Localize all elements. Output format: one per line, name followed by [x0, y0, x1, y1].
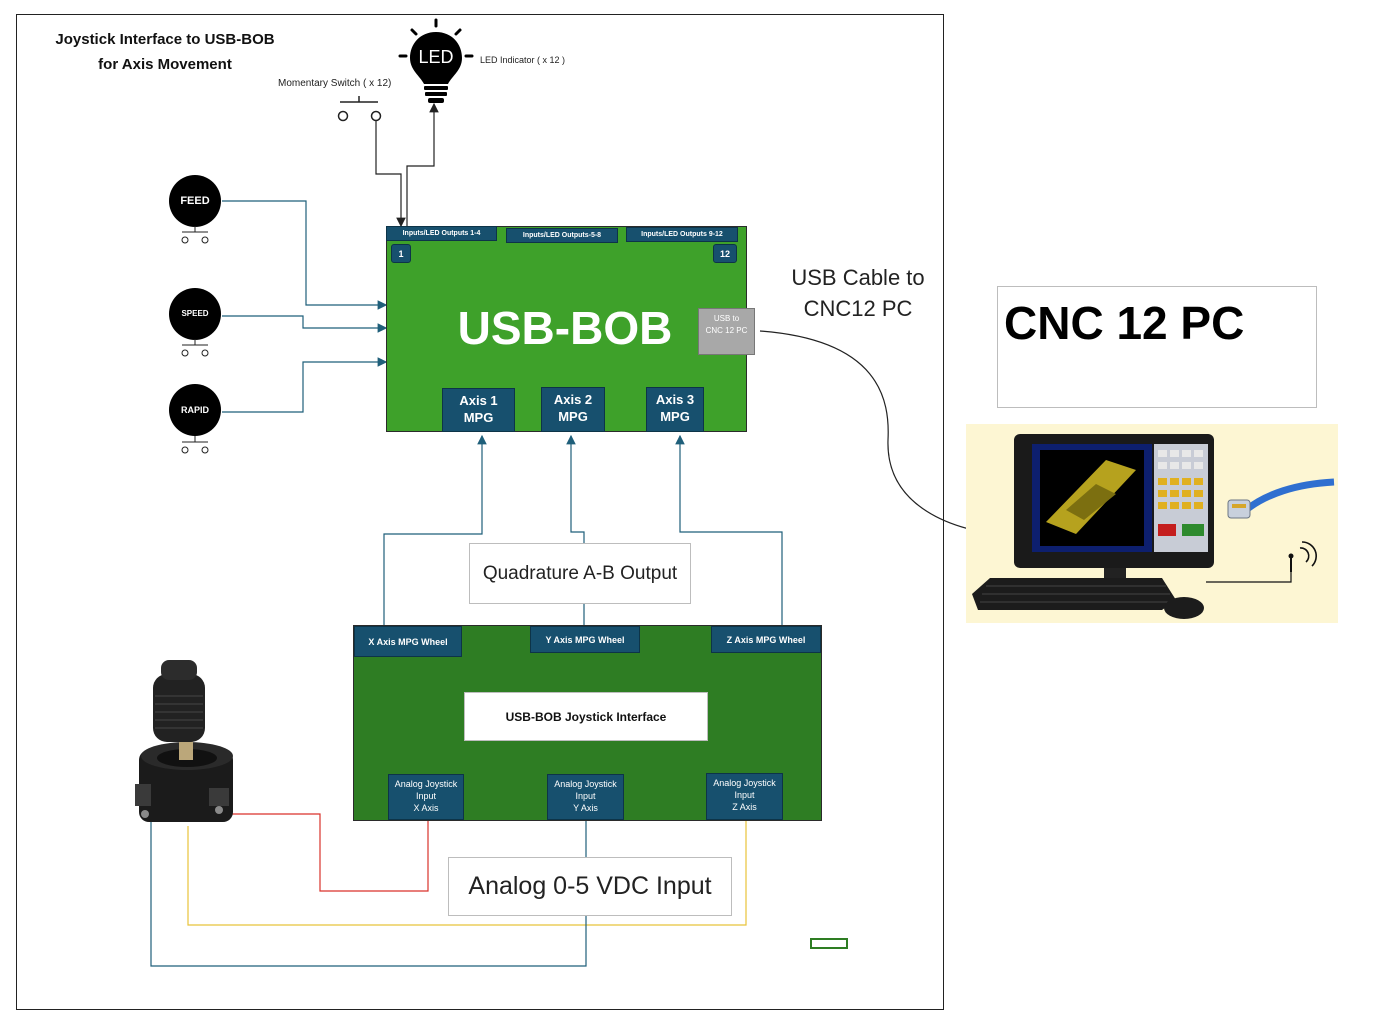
z-axis-mpg-wheel: Z Axis MPG Wheel — [711, 626, 821, 653]
wire-switch — [375, 116, 406, 228]
pc-label: CNC 12 PC — [1004, 297, 1245, 349]
analog-input-y: Analog Joystick Input Y Axis — [547, 774, 624, 820]
speed-switch-icon — [181, 339, 209, 357]
joystick-interface-label: USB-BOB Joystick Interface — [464, 692, 708, 741]
usb-cable-label-line-2: CNC12 PC — [803, 296, 913, 321]
led-caption: LED Indicator ( x 12 ) — [480, 55, 566, 65]
title-line-2: for Axis Movement — [98, 56, 232, 73]
axis-1-mpg: Axis 1 MPG — [442, 388, 515, 432]
usb-cable-label-line-1: USB Cable to — [791, 265, 925, 290]
wire-axis1 — [383, 434, 487, 625]
wire-speed — [222, 315, 388, 333]
analog-input-x-line-3: X Axis — [413, 803, 439, 813]
analog-input-z: Analog Joystick Input Z Axis — [706, 773, 783, 820]
wire-rapid — [222, 357, 388, 413]
wire-red — [222, 813, 429, 892]
wire-led — [406, 102, 439, 226]
analog-input-y-line-2: Input — [575, 791, 596, 801]
analog-input-z-line-3: Z Axis — [732, 802, 757, 812]
analog-input-y-line-3: Y Axis — [573, 803, 598, 813]
analog-input-y-line-1: Analog Joystick — [554, 779, 617, 789]
axis-3-sub: MPG — [660, 409, 690, 424]
switch-caption: Momentary Switch ( x 12) — [278, 78, 392, 89]
pin-1-label: 1 — [391, 244, 411, 263]
speed-knob: SPEED — [169, 288, 221, 340]
computer-icon — [972, 434, 1335, 619]
wire-axis3 — [675, 434, 783, 625]
axis-2-label: Axis 2 — [553, 392, 593, 407]
diagram-frame — [16, 14, 944, 1010]
usb-bob-title: USB-BOB — [457, 302, 673, 354]
axis-2-mpg: Axis 2 MPG — [541, 387, 605, 432]
inputs-header-9-12: Inputs/LED Outputs 9-12 — [626, 227, 738, 242]
quadrature-label: Quadrature A-B Output — [469, 543, 691, 604]
led-glyph-text: LED — [418, 47, 453, 67]
wire-yellow — [187, 820, 747, 926]
x-axis-mpg-wheel: X Axis MPG Wheel — [354, 626, 462, 657]
axis-1-sub: MPG — [463, 410, 494, 425]
inputs-header-1-4: Inputs/LED Outputs 1-4 — [386, 226, 497, 241]
analog-input-x-line-2: Input — [415, 791, 437, 801]
rapid-knob: RAPID — [169, 384, 221, 436]
pin-12-label: 12 — [713, 244, 737, 263]
inputs-header-5-8: Inputs/LED Outputs-5-8 — [506, 228, 618, 243]
usb-cable-label: USB Cable to CNC12 PC — [778, 262, 938, 324]
axis-3-label: Axis 3 — [655, 392, 695, 407]
usb-port: USB to CNC 12 PC — [698, 308, 755, 355]
feed-switch-icon — [181, 226, 209, 244]
momentary-switch-icon — [337, 96, 382, 122]
axis-2-sub: MPG — [558, 409, 588, 424]
analog-input-z-line-2: Input — [734, 790, 755, 800]
wire-feed — [222, 200, 388, 310]
axis-1-label: Axis 1 — [459, 393, 498, 408]
title-line-1: Joystick Interface to USB-BOB — [55, 31, 275, 48]
analog-input-x: Analog Joystick Input X Axis — [388, 774, 464, 820]
wire-axis2 — [571, 436, 585, 625]
analog-input-label: Analog 0-5 VDC Input — [448, 857, 732, 916]
axis-3-mpg: Axis 3 MPG — [646, 387, 704, 432]
page-marker — [810, 938, 848, 949]
diagram-title: Joystick Interface to USB-BOB for Axis M… — [30, 27, 300, 77]
usb-cable — [759, 330, 1013, 537]
analog-input-z-line-1: Analog Joystick — [713, 778, 776, 788]
pc-illustration — [966, 424, 1338, 623]
y-axis-mpg-wheel: Y Axis MPG Wheel — [530, 626, 640, 653]
joystick-icon — [135, 660, 233, 822]
feed-knob: FEED — [169, 175, 221, 227]
led-bulb-icon: LED — [398, 18, 474, 103]
rapid-switch-icon — [181, 436, 209, 454]
pc-label-box: CNC 12 PC — [997, 286, 1317, 408]
analog-input-x-line-1: Analog Joystick — [394, 779, 458, 789]
